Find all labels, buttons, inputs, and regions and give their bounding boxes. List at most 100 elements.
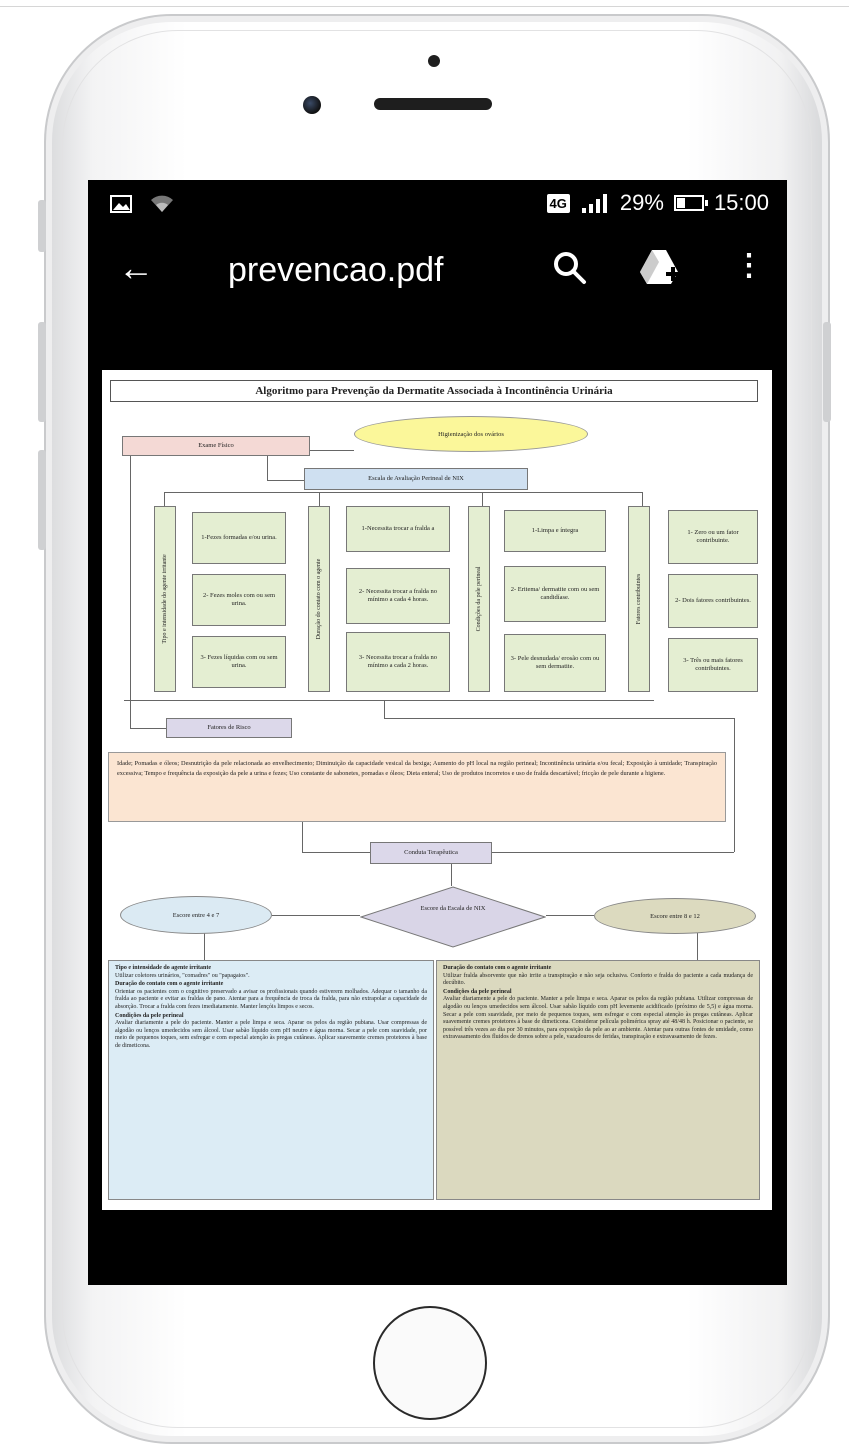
escore-low-oval: Escore entre 4 e 7 [120, 896, 272, 934]
connector [734, 718, 735, 852]
connector [319, 492, 320, 506]
connector [697, 928, 698, 960]
panel-heading: Condições da pele perineal [443, 988, 512, 995]
score-text: 2- Eritema/ dermatite com ou sem candidí… [510, 586, 600, 601]
higienizacao-label: Higienização dos ovários [438, 430, 504, 438]
more-vert-icon[interactable]: ⋮ [734, 249, 764, 282]
panel-heading: Duração do contato com o agente irritant… [115, 981, 224, 988]
high-score-panel: Duração do contato com o agente irritant… [436, 960, 760, 1200]
connector [267, 480, 313, 481]
score-text: 2- Fezes moles com ou sem urina. [202, 592, 276, 607]
algorithm-title: Algoritmo para Prevenção da Dermatite As… [110, 380, 758, 402]
home-button[interactable] [373, 1306, 487, 1420]
score-box: 1-Limpa e íntegra [504, 510, 606, 552]
volume-down-button [38, 450, 46, 550]
column-label-text: Condições da pele perineal [476, 566, 482, 632]
connector [164, 492, 642, 493]
column-label-text: Duração do contato com o agente [316, 558, 322, 640]
panel-heading: Duração do contato com o agente irritant… [443, 965, 552, 971]
connector [492, 852, 734, 853]
connector [482, 492, 483, 506]
image-notification-icon [110, 195, 132, 213]
connector [267, 452, 268, 480]
connector [130, 452, 131, 728]
score-text: 3- Necessita trocar a fralda no mínimo a… [358, 654, 438, 669]
score-box: 3- Três ou mais fatores contribuintes. [668, 638, 758, 692]
column-label-text: Tipo e intensidade do agente irritante [162, 554, 168, 644]
phone-bezel [62, 30, 812, 1428]
escala-nix-label: Escala de Avaliação Perineal de NIX [368, 475, 464, 482]
connector [384, 700, 385, 718]
panel-text: Avaliar diariamente a pele do paciente. … [443, 996, 753, 1041]
score-text: 2- Dois fatores contribuintes. [675, 597, 751, 604]
network-type-badge: 4G [546, 193, 570, 213]
connector [451, 864, 452, 886]
column-label-text: Fatores contribuintes [636, 573, 642, 625]
document-title: prevencao.pdf [228, 251, 444, 289]
score-box: 1-Necessita trocar a fralda a [346, 506, 450, 552]
arrow-left-icon[interactable]: ← [118, 247, 154, 288]
exame-fisico-label: Exame Físico [198, 442, 234, 449]
connector [272, 915, 360, 916]
connector [302, 822, 303, 852]
score-box: 3- Fezes líquidas com ou sem urina. [192, 636, 286, 688]
score-box: 1- Zero ou um fator contribuinte. [668, 510, 758, 564]
escore-high-oval: Escore entre 8 e 12 [594, 898, 756, 934]
connector [642, 492, 643, 506]
score-text: 3- Fezes líquidas com ou sem urina. [200, 654, 278, 669]
conduta-label: Conduta Terapêutica [404, 849, 458, 856]
battery-percent: 29% [619, 190, 664, 215]
connector [130, 728, 166, 729]
score-text: 1-Necessita trocar a fralda a [361, 525, 435, 532]
higienizacao-oval: Higienização dos ovários [354, 416, 588, 452]
connector [204, 928, 205, 960]
decision-diamond [360, 886, 546, 948]
status-bar: 4G 29% 15:00 [88, 180, 787, 228]
wifi-icon [151, 195, 173, 212]
google-drive-add-icon[interactable] [638, 246, 682, 286]
risk-factors-text: Idade; Pomadas e óleos; Desnutrição da p… [108, 752, 726, 822]
clock: 15:00 [713, 190, 769, 215]
front-camera [303, 96, 321, 114]
escore-low-label: Escore entre 4 e 7 [172, 911, 220, 919]
score-box: 3- Necessita trocar a fralda no mínimo a… [346, 632, 450, 692]
connector [310, 450, 354, 451]
conduta-box: Conduta Terapêutica [370, 842, 492, 864]
exame-fisico-box: Exame Físico [122, 436, 310, 456]
top-divider [0, 6, 849, 7]
battery-icon [673, 195, 708, 211]
score-box: 3- Pele desnudada/ erosão com ou sem der… [504, 634, 606, 692]
fatores-risco-box: Fatores de Risco [166, 718, 292, 738]
column-label: Condições da pele perineal [468, 506, 490, 692]
score-box: 2- Necessita trocar a fralda no mínimo a… [346, 568, 450, 624]
escore-center-label: Escore da Escala de NIX [420, 905, 486, 912]
score-box: 2- Eritema/ dermatite com ou sem candidí… [504, 566, 606, 622]
battery-fill [676, 198, 685, 208]
app-bar: ← prevencao.pdf ⋮ [88, 240, 787, 304]
score-box: 2- Fezes moles com ou sem urina. [192, 574, 286, 626]
earpiece-speaker [374, 98, 492, 110]
connector [302, 852, 370, 853]
escore-high-label: Escore entre 8 e 12 [650, 912, 700, 920]
column-label: Fatores contribuintes [628, 506, 650, 692]
score-text: 1-Limpa e íntegra [531, 527, 579, 534]
score-text: 2- Necessita trocar a fralda no mínimo a… [358, 588, 438, 603]
volume-switch [38, 200, 46, 252]
column-label: Tipo e intensidade do agente irritante [154, 506, 176, 692]
panel-heading: Condições da pele perineal [115, 1012, 184, 1019]
connector [546, 915, 594, 916]
score-text: 1- Zero ou um fator contribuinte. [687, 529, 739, 544]
signal-icon [581, 194, 607, 213]
score-box: 1-Fezes formadas e/ou urina. [192, 512, 286, 564]
score-text: 3- Três ou mais fatores contribuintes. [683, 657, 743, 672]
panel-heading: Tipo e intensidade do agente irritante [115, 965, 212, 971]
panel-text: Avaliar diariamente a pele do paciente. … [115, 1020, 427, 1049]
score-box: 2- Dois fatores contribuintes. [668, 574, 758, 628]
column-label: Duração do contato com o agente [308, 506, 330, 692]
panel-text: Utilizar coletores urinários, "comadres"… [115, 972, 250, 979]
panel-text: Orientar os pacientes com o cognitivo pr… [115, 988, 427, 1010]
proximity-sensor [428, 55, 440, 67]
connector [164, 492, 165, 506]
search-icon[interactable] [550, 248, 590, 288]
